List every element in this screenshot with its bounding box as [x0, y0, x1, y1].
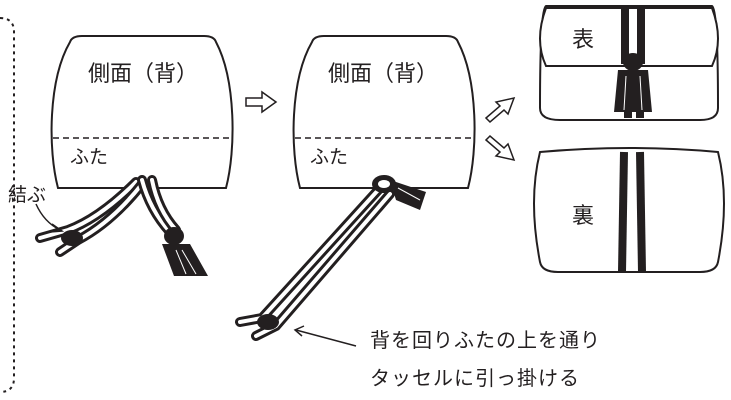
- result-front-label: 表: [572, 28, 595, 53]
- step1-cord: [35, 175, 208, 276]
- cord-knot: [61, 230, 83, 246]
- tassel: [390, 180, 426, 210]
- instruction-line-2: タッセルに引っ掛ける: [370, 366, 580, 390]
- result-back-pouch: [533, 147, 725, 273]
- step2-cord: [235, 175, 426, 341]
- tie-arrow: [35, 203, 61, 231]
- cord-knot: [257, 314, 279, 330]
- result-back-label: 裏: [572, 204, 595, 229]
- step2-flap-label: ふた: [310, 146, 349, 168]
- pouch-outline: [292, 35, 476, 189]
- tassel: [162, 227, 208, 276]
- step1-tie-label: 結ぶ: [8, 184, 47, 206]
- step2-side-label: 側面（背）: [328, 62, 439, 87]
- step-arrow-back: [484, 134, 516, 162]
- step1-flap-label: ふた: [70, 146, 109, 168]
- dotted-bracket: [0, 17, 15, 393]
- step-arrow-front: [484, 96, 516, 124]
- step1-side-label: 側面（背）: [88, 62, 199, 87]
- pouch-outline: [50, 35, 234, 189]
- instruction-line-1: 背を回りふたの上を通り: [370, 328, 601, 352]
- result-front-pouch: [538, 5, 720, 121]
- step-arrow-1: [245, 90, 278, 114]
- step2-pouch: [292, 35, 476, 189]
- pointer-arrow: [295, 329, 357, 347]
- step1-pouch: [50, 35, 234, 189]
